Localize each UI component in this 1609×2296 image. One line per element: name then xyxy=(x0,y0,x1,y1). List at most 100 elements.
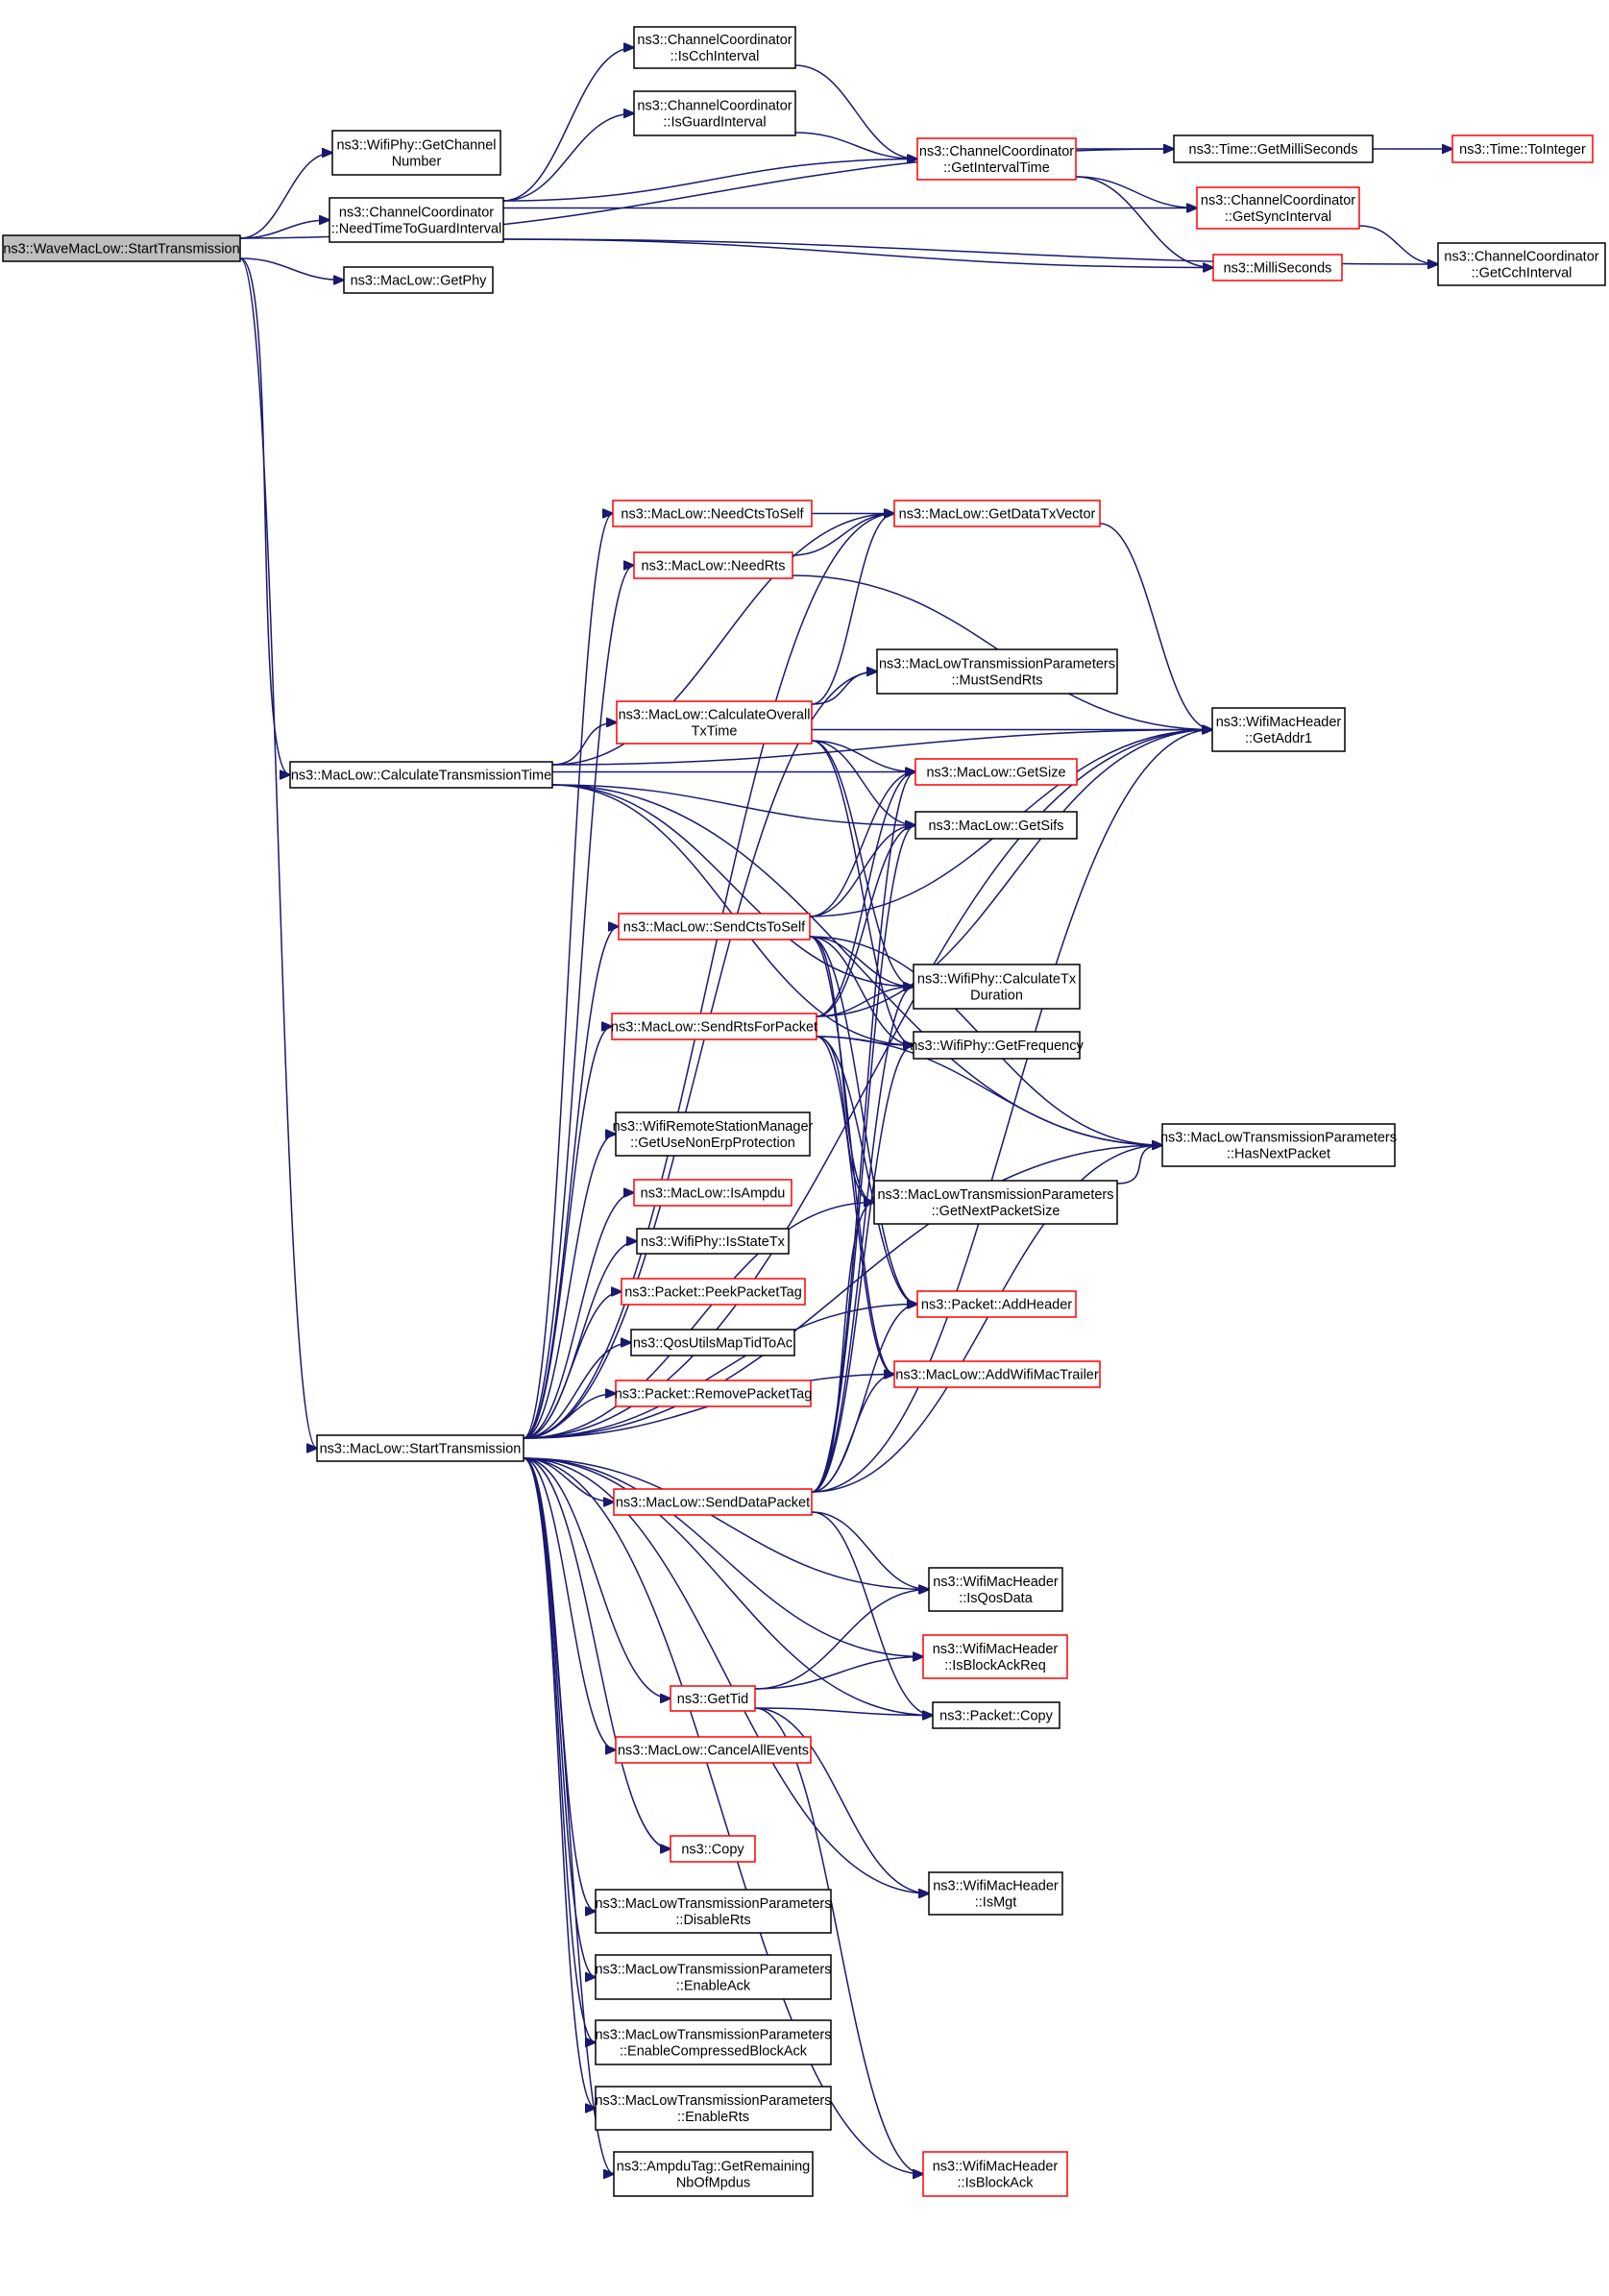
node-sendrts[interactable]: ns3::MacLow::SendRtsForPacket xyxy=(611,1013,817,1040)
node-label: ns3::MacLow::CalculateTransmissionTime xyxy=(291,769,551,784)
node-getusenonerp[interactable]: ns3::WifiRemoteStationManager::GetUseNon… xyxy=(613,1111,814,1157)
node-ismgt[interactable]: ns3::WifiMacHeader::IsMgt xyxy=(928,1871,1063,1916)
edge-root-to-getchannel xyxy=(239,153,332,239)
edge-root-to-calctt xyxy=(239,257,290,775)
node-mustsendrts[interactable]: ns3::MacLowTransmissionParameters::MustS… xyxy=(876,648,1118,695)
node-label: ns3::Packet::RemovePacketTag xyxy=(615,1387,813,1403)
node-starttx[interactable]: ns3::MacLow::StartTransmission xyxy=(316,1434,524,1462)
edge-starttx-to-mustsendrts xyxy=(523,672,877,1439)
node-label: ::IsGuardInterval xyxy=(663,115,766,131)
node-getsync[interactable]: ns3::ChannelCoordinator::GetSyncInterval xyxy=(1196,186,1360,230)
node-isampdu[interactable]: ns3::MacLow::IsAmpdu xyxy=(633,1179,792,1207)
node-isblockack[interactable]: ns3::WifiMacHeader::IsBlockAck xyxy=(922,2151,1068,2197)
node-label: ns3::Packet::Copy xyxy=(939,1709,1053,1724)
node-getfreq[interactable]: ns3::WifiPhy::GetFrequency xyxy=(910,1031,1085,1060)
node-getsize[interactable]: ns3::MacLow::GetSize xyxy=(914,758,1078,786)
node-gettid[interactable]: ns3::GetTid xyxy=(670,1685,756,1712)
node-getaddr1[interactable]: ns3::WifiMacHeader::GetAddr1 xyxy=(1211,707,1346,752)
node-needcts[interactable]: ns3::MacLow::NeedCtsToSelf xyxy=(612,500,813,527)
edge-sendcts-to-getfreq xyxy=(809,936,914,1045)
node-label: ::GetCchInterval xyxy=(1472,266,1572,281)
node-sendcts[interactable]: ns3::MacLow::SendCtsToSelf xyxy=(618,913,811,940)
node-box xyxy=(633,1179,792,1207)
node-label: TxTime xyxy=(692,724,738,740)
node-calctt[interactable]: ns3::MacLow::CalculateTransmissionTime xyxy=(289,761,553,789)
node-iscch[interactable]: ns3::ChannelCoordinator::IsCchInterval xyxy=(633,26,796,69)
edge-needtime-to-iscch xyxy=(502,48,634,202)
node-label: ns3::ChannelCoordinator xyxy=(1444,250,1598,265)
edge-calctt-to-getsifs xyxy=(551,784,915,825)
node-milliseconds[interactable]: ns3::MilliSeconds xyxy=(1212,254,1343,281)
node-label: ns3::MacLow::NeedRts xyxy=(642,559,786,574)
node-needtime[interactable]: ns3::ChannelCoordinator::NeedTimeToGuard… xyxy=(329,197,504,243)
node-label: ns3::MacLow::GetDataTxVector xyxy=(899,507,1096,523)
edge-needtime-to-isguard xyxy=(502,113,634,202)
nodes: ns3::WaveMacLow::StartTransmissionns3::W… xyxy=(2,26,1606,2197)
edge-calctt-to-calcoverall xyxy=(551,722,617,766)
node-label: ns3::WifiRemoteStationManager xyxy=(613,1119,814,1135)
node-enableack[interactable]: ns3::MacLowTransmissionParameters::Enabl… xyxy=(595,1954,832,2000)
edge-calctt-to-getaddr1 xyxy=(551,730,1212,766)
node-box xyxy=(922,1634,1068,1679)
node-label: ::GetSyncInterval xyxy=(1225,209,1331,225)
node-label: ::GetNextPacketSize xyxy=(932,1204,1060,1219)
node-hasnext[interactable]: ns3::MacLowTransmissionParameters::HasNe… xyxy=(1160,1123,1397,1167)
node-label: ns3::MacLow::SendDataPacket xyxy=(616,1496,810,1511)
node-peektag[interactable]: ns3::Packet::PeekPacketTag xyxy=(621,1278,806,1306)
node-label: ns3::AmpduTag::GetRemaining xyxy=(617,2160,811,2175)
node-getphy[interactable]: ns3::MacLow::GetPhy xyxy=(343,266,494,294)
node-label: NbOfMpdus xyxy=(676,2176,750,2191)
node-label: ns3::WaveMacLow::StartTransmission xyxy=(3,242,239,257)
node-cancelall[interactable]: ns3::MacLow::CancelAllEvents xyxy=(615,1736,812,1764)
node-tointeger[interactable]: ns3::Time::ToInteger xyxy=(1451,134,1594,163)
edge-starttx-to-cancelall xyxy=(523,1457,616,1750)
node-qosutils[interactable]: ns3::QosUtilsMapTidToAc xyxy=(630,1329,795,1356)
edge-sendcts-to-addheader xyxy=(809,936,917,1305)
node-getcch[interactable]: ns3::ChannelCoordinator::GetCchInterval xyxy=(1437,242,1606,286)
edge-sendrts-to-getaddr1 xyxy=(816,730,1212,1017)
edge-sendrts-to-getsifs xyxy=(816,825,915,1017)
node-needrts[interactable]: ns3::MacLow::NeedRts xyxy=(633,551,793,579)
node-pktcopy[interactable]: ns3::Packet::Copy xyxy=(932,1701,1060,1729)
node-senddata[interactable]: ns3::MacLow::SendDataPacket xyxy=(613,1488,813,1516)
node-disablerts[interactable]: ns3::MacLowTransmissionParameters::Disab… xyxy=(595,1889,832,1934)
node-box xyxy=(343,266,494,294)
edge-gettid-to-isblockack xyxy=(754,1707,923,2174)
edge-calcoverall-to-getsize xyxy=(811,740,915,772)
edge-sendrts-to-addtrailer xyxy=(816,1036,894,1375)
node-label: ::MustSendRts xyxy=(951,673,1042,689)
node-box xyxy=(618,913,811,940)
node-getsifs[interactable]: ns3::MacLow::GetSifs xyxy=(914,811,1078,840)
node-box xyxy=(1451,134,1594,163)
node-enablecba[interactable]: ns3::MacLowTransmissionParameters::Enabl… xyxy=(595,2019,832,2065)
edge-starttx-to-isblockack xyxy=(523,1457,923,2174)
node-enablerts[interactable]: ns3::MacLowTransmissionParameters::Enabl… xyxy=(595,2086,832,2131)
node-getinterval[interactable]: ns3::ChannelCoordinator::GetIntervalTime xyxy=(916,137,1077,181)
node-root[interactable]: ns3::WaveMacLow::StartTransmission xyxy=(2,234,241,262)
node-label: ::IsMgt xyxy=(975,1895,1017,1911)
node-box xyxy=(928,1871,1063,1916)
edge-sendcts-to-calctxdur xyxy=(809,936,914,987)
node-label: ns3::WifiMacHeader xyxy=(933,2160,1059,2175)
node-getmilli[interactable]: ns3::Time::GetMilliSeconds xyxy=(1173,134,1374,163)
edge-getinterval-to-getsync xyxy=(1075,176,1197,208)
node-isstatetx[interactable]: ns3::WifiPhy::IsStateTx xyxy=(636,1228,790,1255)
node-removetag[interactable]: ns3::Packet::RemovePacketTag xyxy=(615,1380,813,1407)
node-addtrailer[interactable]: ns3::MacLow::AddWifiMacTrailer xyxy=(893,1360,1101,1388)
node-isguard[interactable]: ns3::ChannelCoordinator::IsGuardInterval xyxy=(633,90,796,136)
node-isqosdata[interactable]: ns3::WifiMacHeader::IsQosData xyxy=(928,1567,1063,1612)
edge-starttx-to-needcts xyxy=(523,514,613,1439)
node-box xyxy=(613,2151,814,2197)
node-label: ns3::MacLow::CalculateOverall xyxy=(619,708,811,723)
node-copy[interactable]: ns3::Copy xyxy=(670,1835,756,1863)
node-isbareq[interactable]: ns3::WifiMacHeader::IsBlockAckReq xyxy=(922,1634,1068,1679)
node-box xyxy=(331,130,501,176)
node-addheader[interactable]: ns3::Packet::AddHeader xyxy=(916,1290,1077,1318)
node-label: ::IsQosData xyxy=(959,1591,1033,1606)
node-getdatatx[interactable]: ns3::MacLow::GetDataTxVector xyxy=(893,500,1101,527)
node-getnextsize[interactable]: ns3::MacLowTransmissionParameters::GetNe… xyxy=(873,1180,1118,1225)
